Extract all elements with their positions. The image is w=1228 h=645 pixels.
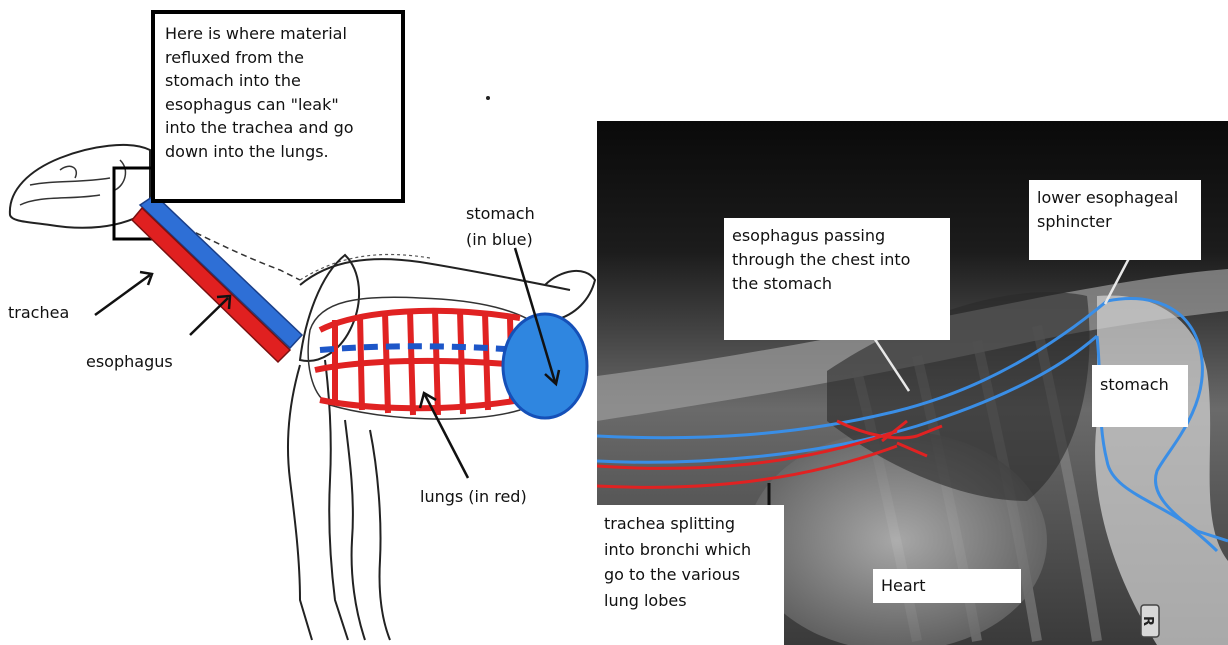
front-leg	[288, 365, 312, 640]
stomach-label: stomach (in blue)	[466, 201, 535, 253]
skull-outline	[10, 145, 150, 228]
trachea-label: trachea	[8, 302, 69, 323]
trachea-shape	[140, 195, 302, 348]
stomach-xray-label: stomach	[1092, 365, 1188, 427]
dog-anatomy-diagram: Here is where material refluxed from the…	[0, 0, 600, 645]
heart-label: Heart	[873, 569, 1021, 603]
trachea-splitting-label: trachea splitting into bronchi which go …	[596, 505, 784, 645]
lungs-label: lungs (in red)	[420, 486, 527, 507]
thoracic-esophagus	[320, 346, 520, 350]
svg-text:R: R	[1140, 616, 1155, 626]
stomach-shape	[503, 314, 587, 418]
esophagus-label: esophagus	[86, 351, 173, 372]
lungs-shape	[315, 310, 520, 415]
esophagus-shape	[132, 208, 290, 362]
reflux-callout-box: Here is where material refluxed from the…	[151, 10, 405, 203]
lower-esophageal-sphincter-label: lower esophageal sphincter	[1029, 180, 1201, 260]
esophagus-passing-label: esophagus passing through the chest into…	[724, 218, 950, 340]
